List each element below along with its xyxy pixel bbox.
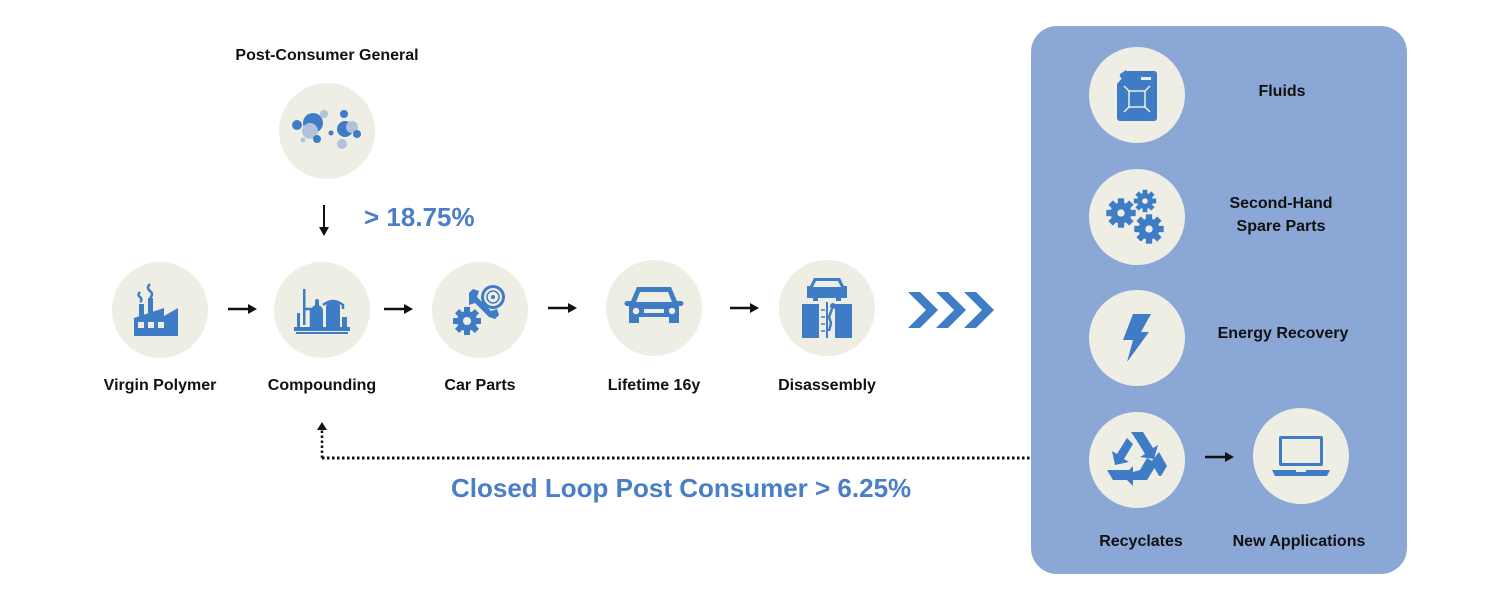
- closed-loop-label: Closed Loop Post Consumer > 6.25%: [451, 473, 912, 503]
- step-label-virgin-polymer: Virgin Polymer: [103, 377, 217, 394]
- gears-icon: [1106, 189, 1164, 244]
- car-icon: [624, 287, 684, 323]
- recyclates-node: [1089, 412, 1185, 508]
- fluids-node: [1089, 47, 1185, 143]
- fluids-label: Fluids: [1258, 83, 1306, 100]
- factory-icon: [134, 283, 178, 336]
- recycle-icon: [1107, 432, 1167, 486]
- lightning-icon: [1123, 314, 1151, 362]
- compounding-node: [274, 262, 370, 358]
- right-arrow-icon: [228, 304, 257, 314]
- post-consumer-node: [279, 83, 375, 179]
- energy-recovery-label: Energy Recovery: [1217, 325, 1349, 342]
- post-consumer-general-title: Post-Consumer General: [235, 47, 419, 64]
- jerrycan-icon: [1117, 70, 1157, 121]
- spare-parts-label-line2: Spare Parts: [1236, 218, 1326, 235]
- new-applications-node: [1253, 408, 1349, 504]
- step-label-disassembly: Disassembly: [778, 377, 876, 394]
- right-arrow-icon: [730, 303, 759, 313]
- right-arrow-icon: [384, 304, 413, 314]
- spare-parts-label: Second-Hand Spare Parts: [1229, 192, 1332, 238]
- spare-parts-label-line1: Second-Hand: [1229, 195, 1333, 212]
- post-consumer-percentage: > 18.75%: [364, 202, 475, 232]
- refinery-icon: [294, 289, 350, 334]
- triple-chevron-icon: [908, 292, 994, 328]
- step-label-car-parts: Car Parts: [444, 377, 516, 394]
- spare-parts-node: [1089, 169, 1185, 265]
- car-lift-icon: [802, 278, 852, 338]
- lifetime-node: [606, 260, 702, 356]
- laptop-icon: [1272, 436, 1330, 476]
- step-label-lifetime: Lifetime 16y: [607, 377, 701, 394]
- right-arrow-icon: [1205, 452, 1234, 462]
- recyclates-label: Recyclates: [1099, 533, 1183, 550]
- particles-icon: [292, 110, 361, 149]
- end-of-life-panel: [1031, 26, 1407, 574]
- disassembly-node: [779, 260, 875, 356]
- step-label-compounding: Compounding: [267, 377, 377, 394]
- energy-recovery-node: [1089, 290, 1185, 386]
- right-arrow-icon: [548, 303, 577, 313]
- car-parts-icon: [453, 285, 505, 335]
- car-parts-node: [432, 262, 528, 358]
- new-applications-label: New Applications: [1232, 533, 1366, 550]
- virgin-polymer-node: [112, 262, 208, 358]
- down-arrow-icon: [319, 205, 329, 236]
- closed-loop-dotted-arrow: [317, 422, 1074, 460]
